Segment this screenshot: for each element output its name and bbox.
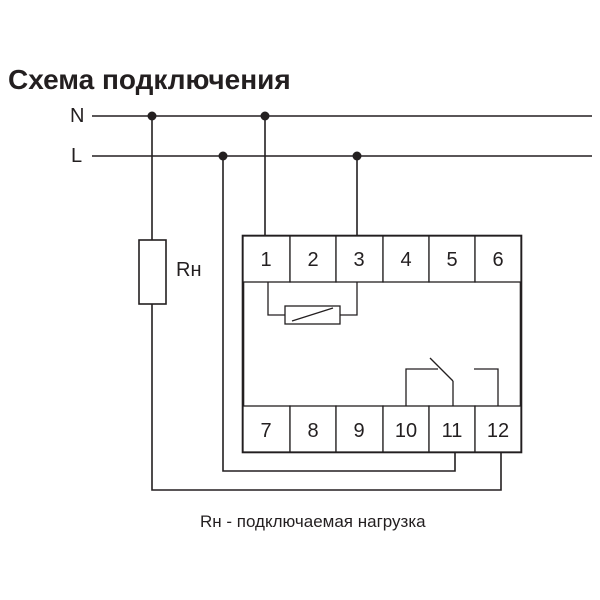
terminal-8: [289, 405, 337, 453]
junction-dot: [260, 111, 270, 121]
contact-switch-blade: [429, 357, 454, 382]
terminal-2: [289, 235, 337, 283]
terminal-9: [335, 405, 384, 453]
load-return-wire: [151, 304, 502, 491]
terminal-7: [242, 405, 291, 453]
terminal-number: 2: [307, 249, 318, 271]
terminal-number: 5: [446, 249, 457, 271]
terminal-4: [382, 235, 430, 283]
terminal-number: 6: [492, 249, 503, 271]
terminal-number: 8: [307, 420, 318, 442]
junction-dot: [352, 151, 362, 161]
coil-lead-left: [267, 282, 285, 316]
terminal-10: [382, 405, 430, 453]
terminal-6: [474, 235, 522, 283]
terminal-12: [474, 405, 522, 453]
terminal-1: [242, 235, 291, 283]
terminal-3: [335, 235, 384, 283]
terminal-number: 10: [395, 420, 417, 442]
bottom-terminal-row: 7 8 9 10 11 12: [242, 405, 522, 453]
terminal-number: 3: [353, 249, 364, 271]
terminal-5: [428, 235, 476, 283]
relay-coil: [284, 305, 341, 325]
terminal-number: 1: [260, 249, 271, 271]
terminal-number: 7: [260, 420, 271, 442]
junction-dot: [147, 111, 157, 121]
n-line-label: N: [70, 105, 84, 127]
terminal-number: 4: [400, 249, 411, 271]
load-legend: Rн - подключаемая нагрузка: [200, 512, 426, 531]
l-to-terminal-11-wire: [222, 156, 456, 472]
load-label: Rн: [176, 259, 202, 281]
load-resistor: [138, 239, 167, 305]
junction-dot: [218, 151, 228, 161]
terminal-number: 11: [442, 420, 463, 442]
contact-no-lead: [474, 368, 499, 406]
page-title: Схема подключения: [8, 64, 291, 95]
coil-lead-right: [340, 282, 358, 316]
terminal-number: 12: [487, 420, 509, 442]
l-line-label: L: [71, 145, 82, 167]
contact-nc-lead: [405, 368, 438, 406]
top-terminal-row: 1 2 3 4 5 6: [242, 235, 522, 283]
coil-diagonal: [291, 307, 334, 322]
terminal-number: 9: [353, 420, 364, 442]
